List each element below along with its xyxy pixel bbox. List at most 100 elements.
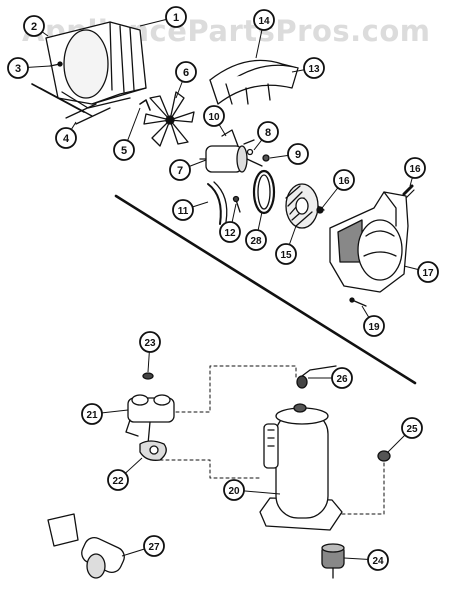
- callout-number: 3: [15, 63, 21, 75]
- callout-number: 7: [177, 165, 183, 177]
- callout-circle: [175, 61, 197, 83]
- callout-number: 4: [63, 133, 70, 145]
- callout-28: 28: [245, 229, 267, 251]
- callout-number: 16: [409, 164, 421, 175]
- callout-4: 4: [55, 127, 77, 149]
- callout-circle: [55, 127, 77, 149]
- callout-circle: [245, 229, 267, 251]
- callout-circle: [203, 105, 225, 127]
- callout-number: 9: [295, 149, 301, 161]
- part-3-screw: [49, 61, 63, 67]
- callout-number: 25: [406, 424, 418, 435]
- callout-number: 21: [86, 410, 98, 421]
- callout-number: 23: [144, 338, 156, 349]
- callout-circle: [303, 57, 325, 79]
- callout-27: 27: [143, 535, 165, 557]
- part-14-shroud: [209, 59, 299, 105]
- callout-circle: [404, 157, 426, 179]
- callout-circle: [169, 159, 191, 181]
- callout-number: 11: [178, 206, 189, 217]
- part-1-housing: [45, 21, 147, 109]
- callout-number: 16: [338, 176, 350, 187]
- callout-number: 26: [336, 374, 348, 385]
- callout-circle: [275, 243, 297, 265]
- callout-circle: [331, 367, 353, 389]
- callout-number: 13: [308, 64, 320, 75]
- callout-number: 28: [250, 236, 262, 247]
- part-17-scroll-housing: [329, 191, 409, 293]
- callout-circle: [165, 6, 187, 28]
- callout-circle: [287, 143, 309, 165]
- callout-circle: [363, 315, 385, 337]
- callout-circle: [172, 199, 194, 221]
- part-4-rails: [31, 83, 111, 125]
- part-20-compressor: [259, 403, 343, 531]
- callout-circle: [143, 535, 165, 557]
- part-22-clamp: [139, 440, 167, 461]
- callout-circle: [417, 261, 439, 283]
- part-21-valve: [125, 394, 175, 445]
- callout-16a: 16: [333, 169, 355, 191]
- callout-circle: [223, 479, 245, 501]
- callout-25: 25: [401, 417, 423, 439]
- callout-circle: [113, 139, 135, 161]
- callout-10: 10: [203, 105, 225, 127]
- callout-circle: [253, 9, 275, 31]
- callout-number: 24: [372, 556, 384, 567]
- callout-number: 20: [228, 486, 240, 497]
- callout-circle: [333, 169, 355, 191]
- callout-3: 3: [7, 57, 29, 79]
- part-11-bracket: [207, 181, 228, 225]
- callout-22: 22: [107, 469, 129, 491]
- callout-19: 19: [363, 315, 385, 337]
- part-25-grommet: [377, 450, 391, 462]
- callout-5: 5: [113, 139, 135, 161]
- callout-1: 1: [165, 6, 187, 28]
- callout-7: 7: [169, 159, 191, 181]
- part-6-fan: [143, 91, 195, 147]
- callout-17: 17: [417, 261, 439, 283]
- callout-number: 14: [258, 16, 270, 27]
- callout-23: 23: [139, 331, 161, 353]
- callout-circle: [367, 549, 389, 571]
- part-5-clip: [139, 99, 151, 111]
- part-15-blower-wheel: [285, 183, 325, 229]
- dashed-connection: [159, 365, 385, 515]
- callout-21: 21: [81, 403, 103, 425]
- separator-line: [114, 194, 417, 385]
- callout-number: 17: [422, 268, 434, 279]
- callout-15: 15: [275, 243, 297, 265]
- part-23-washer: [142, 372, 154, 380]
- part-28-ring: [252, 169, 276, 215]
- part-26-fitting: [296, 365, 337, 389]
- callout-circle: [23, 15, 45, 37]
- callout-circle: [139, 331, 161, 353]
- callout-6: 6: [175, 61, 197, 83]
- callout-number: 1: [173, 12, 179, 24]
- part-24-mount: [321, 543, 345, 579]
- callout-16b: 16: [404, 157, 426, 179]
- callout-circle: [219, 221, 241, 243]
- callout-number: 5: [121, 145, 127, 157]
- callout-9: 9: [287, 143, 309, 165]
- part-small-screws: [232, 148, 270, 213]
- part-19-screw: [349, 297, 367, 307]
- callout-circle: [257, 121, 279, 143]
- part-27-filter: [47, 513, 125, 579]
- callout-8: 8: [257, 121, 279, 143]
- callout-number: 12: [224, 228, 236, 239]
- callout-number: 2: [31, 21, 37, 33]
- callout-13: 13: [303, 57, 325, 79]
- callout-20: 20: [223, 479, 245, 501]
- callout-number: 6: [183, 67, 189, 79]
- callout-circle: [107, 469, 129, 491]
- callout-circle: [401, 417, 423, 439]
- callout-2: 2: [23, 15, 45, 37]
- callout-11: 11: [172, 199, 194, 221]
- callout-number: 27: [148, 542, 160, 553]
- callout-number: 8: [265, 127, 271, 139]
- callout-number: 10: [208, 112, 220, 123]
- callout-number: 22: [112, 476, 124, 487]
